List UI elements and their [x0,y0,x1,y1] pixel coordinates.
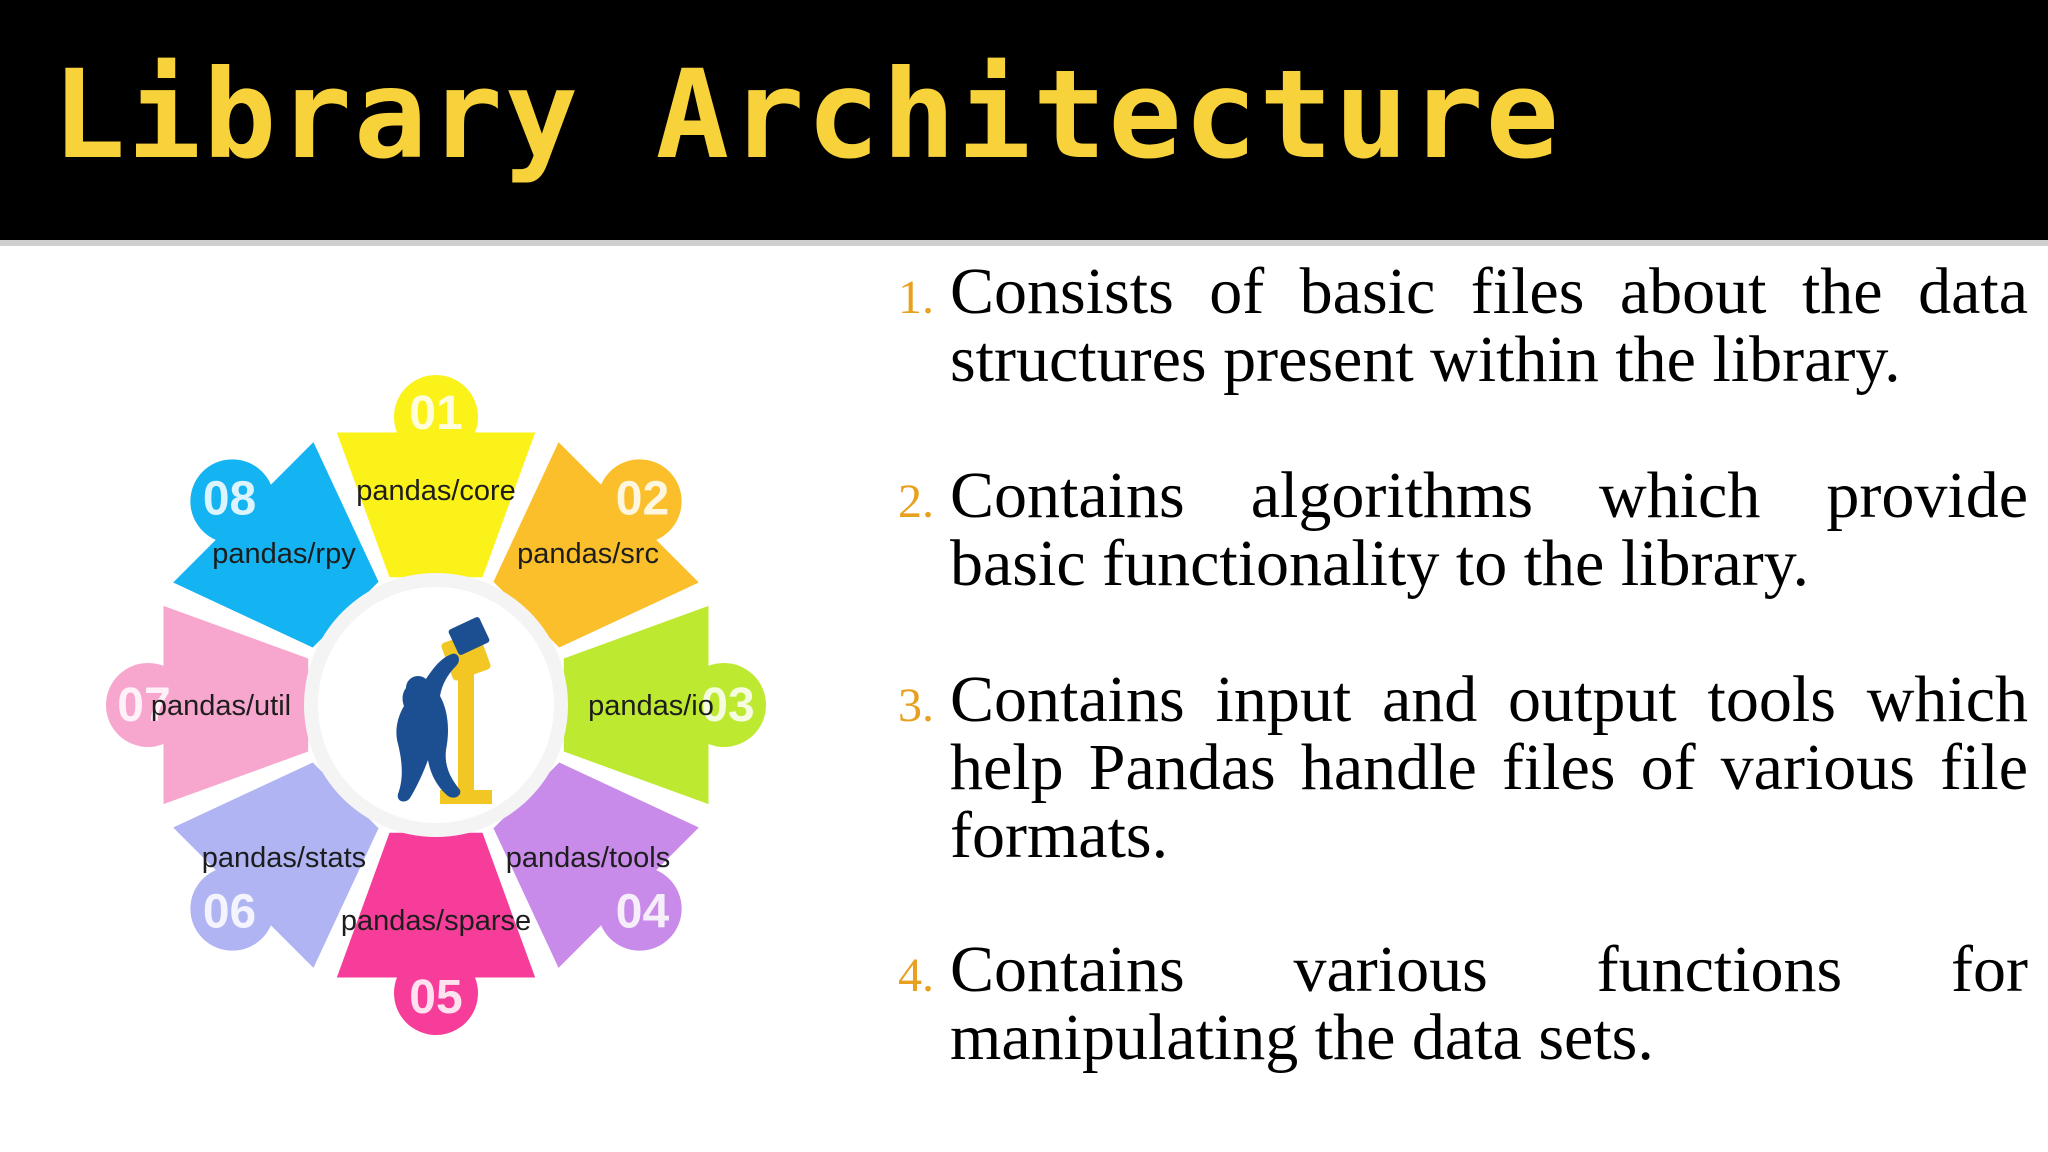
segment-number: 08 [203,473,256,526]
point-text: Contains algorithms which provide basic … [950,459,2028,600]
wheel-segment [563,605,709,805]
segment-number: 04 [616,885,670,938]
point-number: 3. [898,679,934,732]
title-bar: Library Architecture [0,0,2048,240]
wheel-segment [336,432,536,578]
point-number: 2. [898,475,934,528]
wheel-segment [493,762,699,968]
pandas-logo-icon [396,617,492,804]
point-item: 3. Contains input and output tools which… [898,666,2028,870]
segment-number: 03 [701,679,754,732]
segment-label: pandas/util [151,690,291,722]
segment-label: pandas/sparse [341,905,531,937]
wheel-segment [173,442,379,648]
segment-number: 01 [409,387,462,440]
wheel-segment-tab [597,459,682,544]
segment-label: pandas/stats [202,842,366,874]
segment-label: pandas/rpy [212,538,356,570]
wheel-segment-tab [394,375,478,459]
segment-label: pandas/core [356,475,516,507]
slide-title: Library Architecture [52,44,1562,186]
segment-number: 06 [203,885,256,938]
point-number: 1. [898,271,934,324]
wheel-segment [493,442,699,648]
wheel-segment-tab [682,663,766,747]
point-item: 1. Consists of basic files about the dat… [898,258,2028,394]
point-text: Contains input and output tools which he… [950,663,2028,872]
segment-label: pandas/tools [506,842,670,874]
wheel-segment-tab [190,459,275,544]
wheel-segment-tab [190,866,275,951]
title-divider [0,240,2048,246]
segment-number: 02 [616,473,669,526]
wheel-segment [173,762,379,968]
wheel-segment [336,832,536,978]
segment-number: 07 [117,679,170,732]
segment-label: pandas/io [588,690,714,722]
wheel-segment-tab [597,866,682,951]
segment-label: pandas/src [517,538,659,570]
architecture-points: 1. Consists of basic files about the dat… [898,258,2028,1072]
point-text: Contains various functions for manipulat… [950,933,2028,1074]
wheel-segment-tab [106,663,190,747]
point-item: 2. Contains algorithms which provide bas… [898,462,2028,598]
wheel-segment [163,605,309,805]
wheel-segment-tab [394,951,478,1035]
segment-number: 05 [409,971,462,1024]
point-number: 4. [898,949,934,1002]
point-item: 4. Contains various functions for manipu… [898,936,2028,1072]
point-text: Consists of basic files about the data s… [950,255,2028,396]
